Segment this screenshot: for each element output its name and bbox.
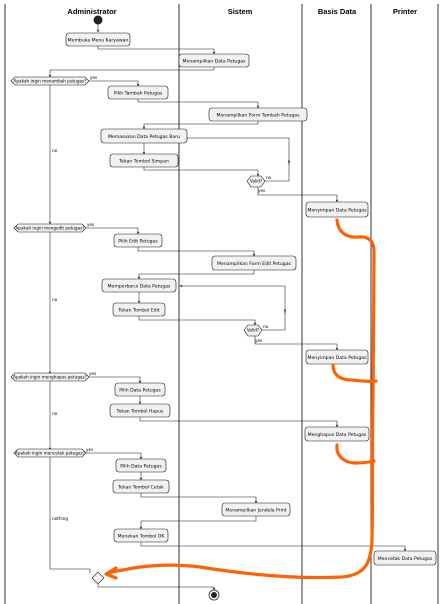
- activity-tekan-tombol-cetak: [112, 479, 170, 494]
- activity-pilih-edit-petugas: [113, 233, 163, 248]
- activity-label: Tekan Tombol Simpan: [118, 159, 169, 165]
- decision-label: Valid?: [250, 179, 262, 184]
- edge-label-nothing: nothing: [52, 516, 68, 521]
- edge-label-no: no: [263, 324, 269, 329]
- activity-tekan-tombol-simpan: [109, 153, 179, 168]
- activity-memperbarui-data-petugas: [101, 278, 177, 293]
- lane-title-printer: Printer: [393, 7, 417, 16]
- activity-memasukan-data-petugas: [100, 128, 188, 144]
- activity-label: Menampilkan Data Petugas: [183, 59, 247, 65]
- end-node: [208, 589, 220, 601]
- decision-tambah-petugas: [10, 76, 90, 86]
- lane-title-basis-data: Basis Data: [318, 7, 357, 16]
- activity-tekan-tombol-edit: [112, 302, 166, 317]
- activity-label: Pilih Edit Petugas: [118, 239, 158, 245]
- activity-menghapus-data-petugas: [304, 426, 370, 442]
- activity-menampilkan-jendela-print: [221, 502, 291, 517]
- activity-menyimpan-data-petugas-1: [305, 201, 369, 218]
- activity-tekan-tombol-hapus: [109, 403, 171, 418]
- activity-label: Tekan Tombol Cetak: [117, 485, 164, 491]
- activity-menampilkan-form-tambah: [208, 107, 308, 122]
- activity-label: Tekan Tombol Edit: [117, 308, 159, 314]
- decision-valid-1: [246, 175, 266, 188]
- activity-label: Menampilkan Jendela Print: [225, 508, 286, 514]
- activity-membuka-menu-karyawan: [65, 32, 131, 47]
- decision-label: Valid?: [247, 328, 259, 333]
- decision-label: Apakah ingin mencetak petugas?: [15, 451, 85, 456]
- activity-menampilkan-form-edit: [211, 255, 297, 271]
- activity-label: Menyimpan Data Petugas: [308, 208, 368, 214]
- activity-label: Menampilkan Form Edit Petugas: [217, 261, 291, 267]
- activity-label: Menampilkan Form Tambah Petugas: [217, 113, 301, 119]
- edge-label-no: no: [266, 175, 272, 180]
- activity-mencetak-data-petugas: [373, 550, 437, 566]
- activity-label: Menghapus Data Petugas: [308, 432, 367, 438]
- activity-menekan-tombol-ok: [113, 528, 169, 543]
- activity-menampilkan-data-petugas: [178, 53, 250, 68]
- start-node: [93, 15, 103, 25]
- edge-label-no: no: [52, 297, 58, 302]
- activity-label: Memasukan Data Petugas Baru: [108, 134, 180, 140]
- activity-label: Pilih Tambah Petugas: [114, 91, 163, 97]
- edge-label-yes: yes: [87, 222, 94, 227]
- flow-lines: [48, 24, 407, 591]
- activity-label: Tekan Tombol Hapus: [116, 409, 164, 415]
- decision-hapus-petugas: [10, 372, 90, 382]
- activity-nodes: Membuka Menu Karyawan Menampilkan Data P…: [65, 32, 437, 566]
- edge-label-no: no: [52, 148, 58, 153]
- decision-cetak-petugas: [13, 448, 87, 458]
- orange-annotation: [104, 218, 378, 580]
- decision-label: Apakah ingin menghapus petugas?: [13, 375, 87, 380]
- edge-label-yes: yes: [89, 371, 96, 376]
- decision-label: Apakah ingin menambah petugas?: [14, 79, 87, 84]
- decision-label: Apakah ingin mengedit petugas?: [15, 226, 84, 231]
- decision-valid-2: [243, 324, 263, 337]
- lane-title-administrator: Administrator: [67, 7, 116, 16]
- activity-menyimpan-data-petugas-2: [305, 349, 369, 365]
- activity-pilih-data-petugas-2: [115, 458, 167, 473]
- activity-label: Menekan Tombol OK: [118, 534, 166, 540]
- activity-label: Mencetak Data Petugas: [378, 556, 433, 562]
- activity-label: Menyimpan Data Petugas: [308, 355, 368, 361]
- activity-label: Memperbarui Data Petugas: [108, 284, 171, 290]
- edge-label-yes: yes: [258, 188, 265, 193]
- merge-node: [91, 571, 105, 585]
- edge-label-yes: yes: [86, 447, 93, 452]
- decision-edit-petugas: [13, 223, 87, 233]
- activity-pilih-data-petugas-1: [114, 382, 166, 397]
- activity-label: Membuka Menu Karyawan: [68, 38, 129, 44]
- decision-nodes: Apakah ingin menambah petugas? yes no Va…: [10, 75, 272, 585]
- activity-pilih-tambah-petugas: [107, 85, 169, 100]
- edge-label-yes: yes: [255, 338, 262, 343]
- edge-label-no: no: [52, 411, 58, 416]
- lane-title-sistem: Sistem: [228, 7, 253, 16]
- activity-label: Pilih Data Petugas: [119, 388, 161, 394]
- edge-label-yes: yes: [90, 75, 97, 80]
- activity-label: Pilih Data Petugas: [120, 464, 162, 470]
